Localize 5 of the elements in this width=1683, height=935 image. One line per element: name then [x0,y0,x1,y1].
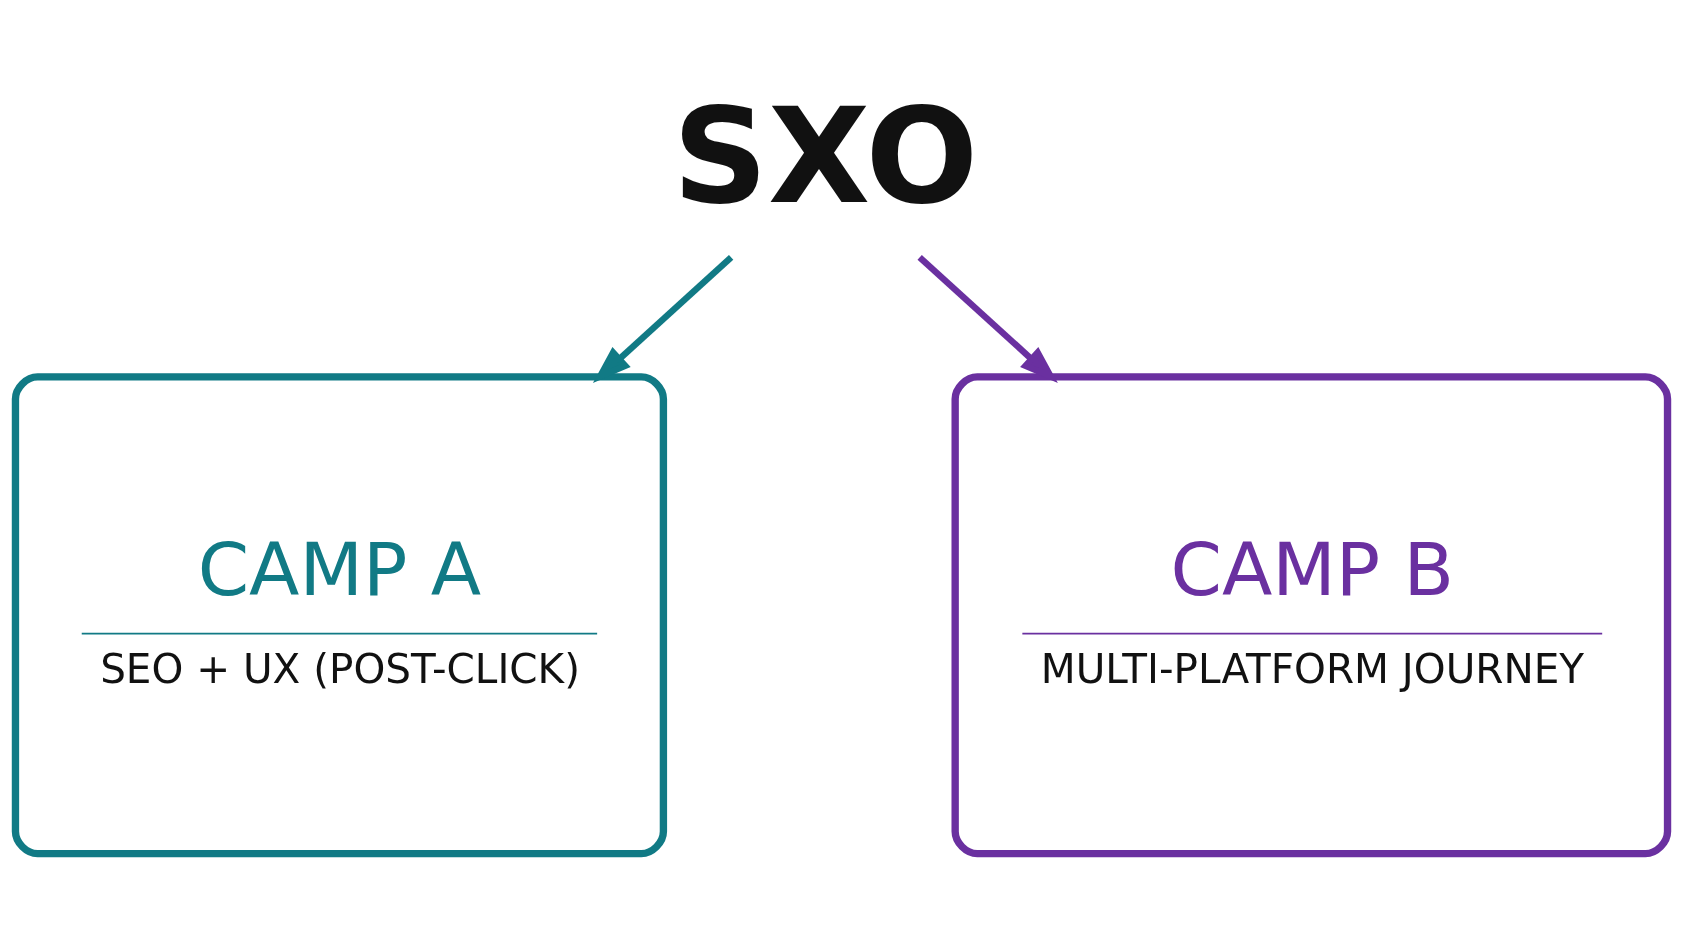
node-text: SXO [672,78,979,233]
arrow [917,254,1058,383]
node-box: CAMP A SEO + UX (POST-CLICK) [11,372,668,857]
node-box: CAMP B MULTI-PLATFORM JOURNEY [951,372,1672,857]
arrow [592,254,734,383]
